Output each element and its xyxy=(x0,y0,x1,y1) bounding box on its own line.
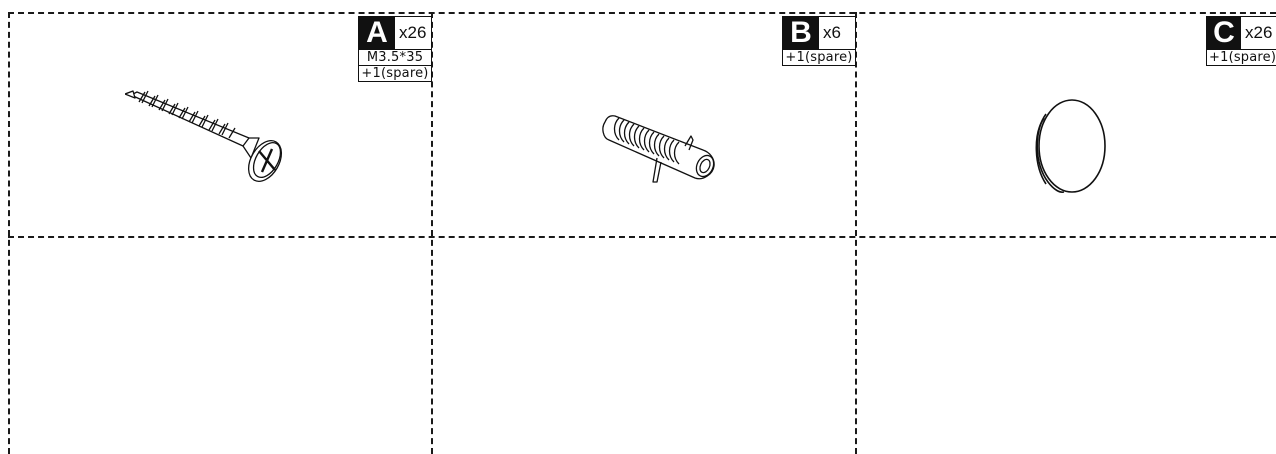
grid-line-col1 xyxy=(431,12,433,454)
part-badge-a: A x26 M3.5*35 +1(spare) xyxy=(358,16,432,82)
wall-plug-icon xyxy=(602,115,715,183)
grid-line-left xyxy=(8,12,10,454)
screw-icon xyxy=(125,90,283,182)
part-spare-a: +1(spare) xyxy=(359,65,431,81)
cover-cap-icon xyxy=(1035,99,1106,193)
grid-line-top xyxy=(8,12,1276,14)
part-quantity-c: x26 xyxy=(1245,23,1273,42)
part-quantity-a: x26 xyxy=(399,23,427,42)
part-badge-c: C x26 +1(spare) xyxy=(1206,16,1276,66)
part-spare-b: +1(spare) xyxy=(783,49,855,65)
part-quantity-b: x6 xyxy=(823,23,841,42)
grid-line-middle xyxy=(8,236,1276,238)
part-letter-c: C xyxy=(1207,17,1241,49)
part-spare-c: +1(spare) xyxy=(1207,49,1276,65)
part-letter-a: A xyxy=(359,17,395,49)
part-badge-b: B x6 +1(spare) xyxy=(782,16,856,66)
part-spec-a: M3.5*35 xyxy=(359,49,431,65)
grid-line-col2 xyxy=(855,12,857,454)
part-letter-b: B xyxy=(783,17,819,49)
